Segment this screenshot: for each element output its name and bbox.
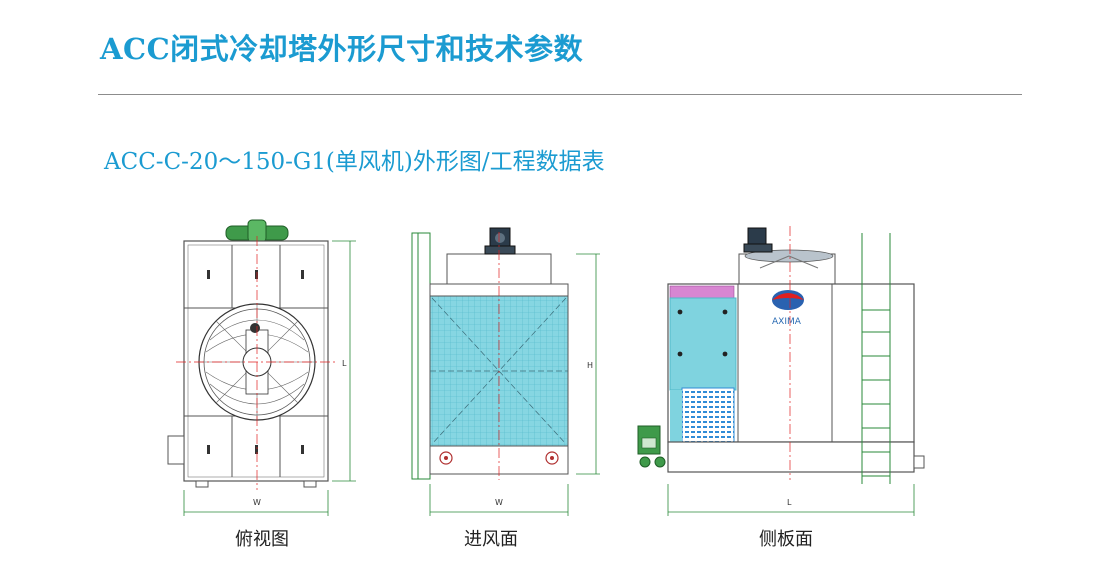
caption-side-panel: 侧板面: [759, 529, 813, 550]
top-view-width-label: W: [253, 498, 261, 507]
axima-logo: AXIMA: [772, 290, 804, 327]
drawing-subtitle: ACC-C-20～150-G1(单风机)外形图/工程数据表: [104, 149, 605, 175]
motor: [484, 227, 516, 255]
fan-blade: [744, 249, 834, 269]
title-divider: [98, 94, 1022, 95]
top-view-drawing: W L: [167, 219, 356, 516]
inlet-face-drawing: W H: [411, 227, 600, 516]
top-view-length-label: L: [342, 359, 347, 368]
caption-inlet-face: 进风面: [464, 529, 518, 550]
inlet-view-width-label: W: [495, 498, 503, 507]
page-title: ACC闭式冷却塔外形尺寸和技术参数: [100, 32, 584, 66]
side-panel-drawing: AXIMA L: [637, 226, 925, 516]
logo-text: AXIMA: [772, 317, 802, 327]
pump: [637, 425, 666, 468]
side-panel-ladder: [861, 233, 891, 484]
side-motor: [743, 227, 773, 253]
side-view-length-label: L: [787, 498, 792, 507]
side-ladder: [411, 232, 431, 480]
drain-valves: [439, 451, 559, 465]
inlet-view-height-label: H: [587, 361, 593, 370]
top-pipe: [225, 219, 289, 243]
caption-top-view: 俯视图: [235, 529, 289, 550]
